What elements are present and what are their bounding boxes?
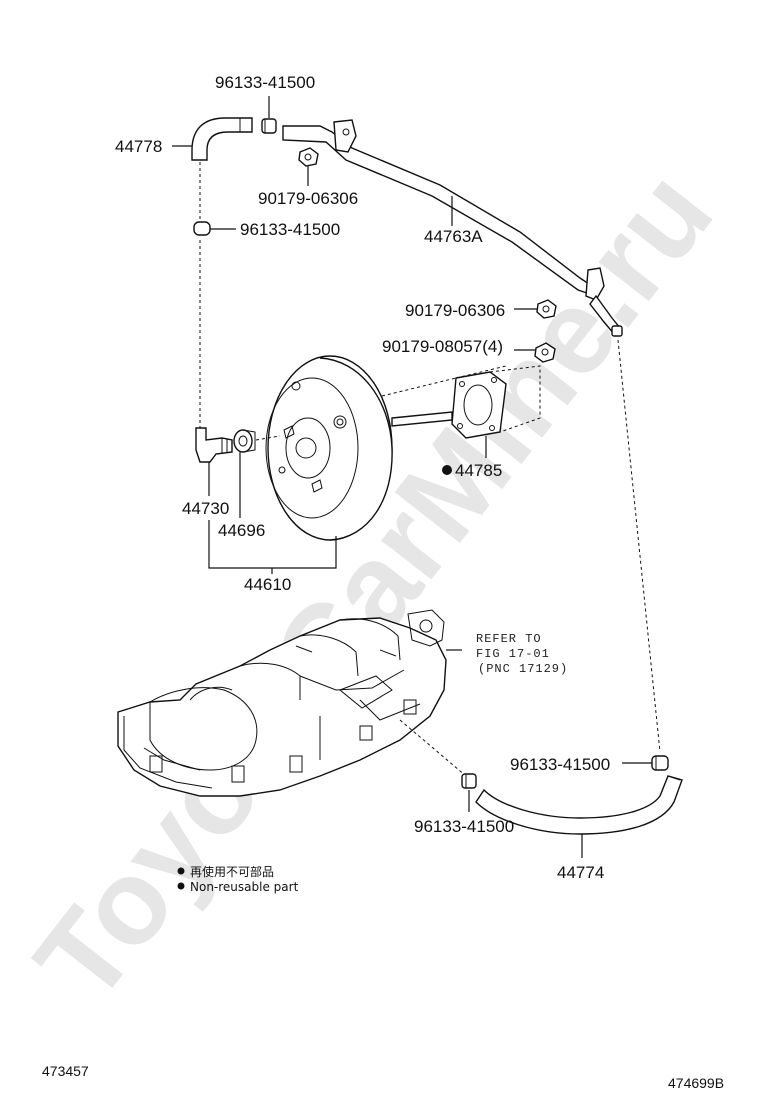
legend-mark-2	[177, 882, 185, 890]
clamp-lower-right[interactable]	[651, 755, 669, 771]
refer-line-1: REFER TO	[476, 632, 542, 646]
clamp-top[interactable]	[261, 118, 277, 134]
hose-44778[interactable]	[191, 117, 253, 161]
intake-manifold	[117, 609, 447, 797]
label-44763a: 44763A	[424, 227, 483, 246]
nut-4[interactable]	[534, 342, 556, 363]
legend-line-1: 再使用不可部品	[190, 864, 274, 879]
tube-44763a[interactable]	[282, 119, 623, 337]
hose-44774[interactable]	[475, 775, 683, 835]
nut-top[interactable]	[298, 147, 319, 167]
booster-44610[interactable]	[265, 355, 457, 541]
refer-line-2: FIG 17-01	[476, 647, 550, 661]
label-44785: 44785	[455, 461, 502, 480]
figure-number-right: 474699B	[668, 1075, 724, 1091]
label-44696: 44696	[218, 521, 265, 540]
legend-line-2: Non-reusable part	[190, 880, 299, 894]
label-44778: 44778	[115, 137, 162, 156]
legend-mark-1	[177, 867, 185, 875]
label-nut-right: 90179-06306	[405, 301, 505, 320]
watermark-text: ToyotaCarMine.ru	[10, 147, 738, 1026]
label-nut-4: 90179-08057(4)	[382, 337, 503, 356]
label-44730: 44730	[182, 499, 229, 518]
label-44610: 44610	[244, 575, 291, 594]
non-reusable-mark-44785	[442, 465, 452, 475]
clamp-upper-left[interactable]	[193, 221, 211, 236]
label-clamp-upper-left: 96133-41500	[240, 220, 340, 239]
figure-number-left: 473457	[42, 1063, 89, 1079]
refer-line-3: (PNC 17129)	[478, 662, 568, 676]
check-valve-44730[interactable]	[195, 427, 233, 463]
label-clamp-lower-mid: 96133-41500	[414, 817, 514, 836]
gasket-44785[interactable]	[451, 365, 541, 439]
label-clamp-top: 96133-41500	[215, 73, 315, 92]
clamp-lower-mid[interactable]	[461, 773, 477, 789]
grommet-44696[interactable]	[233, 429, 256, 453]
label-44774: 44774	[557, 863, 604, 882]
label-clamp-lower-right: 96133-41500	[510, 755, 610, 774]
nut-right[interactable]	[536, 299, 557, 319]
label-nut-top: 90179-06306	[258, 189, 358, 208]
